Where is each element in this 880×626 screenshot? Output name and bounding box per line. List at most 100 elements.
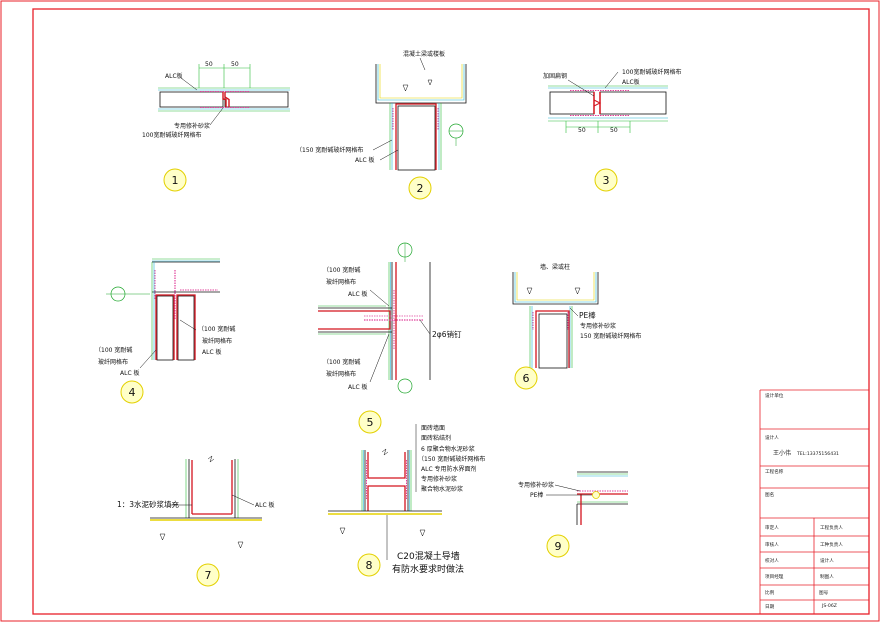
d1-dim-right: 50 xyxy=(231,61,239,68)
d8-layer-2: 面砖粘结剂 xyxy=(421,434,451,442)
d4-left-mesh-1: （100 宽耐碱 xyxy=(95,346,132,354)
d2-alc-panel xyxy=(397,105,436,171)
detail-2-bubble xyxy=(408,176,432,200)
tb-row-4-left: 项目经理 xyxy=(765,573,784,580)
detail-5: （100 宽耐碱 玻纤网格布 ALC 板 （100 宽耐碱 玻纤网格布 ALC … xyxy=(318,242,462,434)
detail-4-bubble xyxy=(120,380,144,404)
d3-dim-left: 50 xyxy=(578,127,586,134)
tb-row-4-right: 制图人 xyxy=(820,573,834,580)
d5-top-mesh-2: 玻纤网格布 xyxy=(326,278,356,286)
tb-scale-label: 比例 xyxy=(765,589,775,596)
tb-drawing-name-label: 图名 xyxy=(765,491,774,498)
d6-beam-label: 墙、梁或柱 xyxy=(540,263,570,271)
d5-bottom-alc: ALC 板 xyxy=(348,383,368,391)
d6-mortar-label: 专用修补砂浆 xyxy=(580,322,616,330)
d4-right-mesh-1: （100 宽耐碱 xyxy=(198,325,235,333)
tb-row-3-left: 校对人 xyxy=(765,557,779,564)
detail-6-number: 6 xyxy=(523,372,530,385)
tb-designer-name: 王小伟 xyxy=(773,449,791,457)
d8-layer-7: 聚合物水泥砂浆 xyxy=(421,485,463,493)
d7-alc-label: ALC 板 xyxy=(255,501,275,509)
d9-pe-rod xyxy=(592,491,600,499)
tb-sheet-no-label: 图号 xyxy=(819,590,829,596)
d3-dim-right: 50 xyxy=(610,127,618,134)
detail-5-bubble xyxy=(358,410,382,434)
detail-1: 50 50 ALC板 专用修补砂浆 100宽耐碱玻纤网格布 1 xyxy=(142,61,290,192)
d5-nail-label: 2φ6销钉 xyxy=(432,329,462,339)
d5-bottom-mesh-2: 玻纤网格布 xyxy=(326,370,356,378)
detail-9-bubble xyxy=(546,534,570,558)
d4-alc-right xyxy=(177,295,195,361)
d4-right-mesh-2: 玻纤网格布 xyxy=(202,337,232,345)
detail-3-bubble xyxy=(594,168,618,192)
detail-6: 墙、梁或柱 PE棒 专用修补砂浆 150 宽耐碱玻纤网格布 6 xyxy=(512,263,641,390)
tb-design-unit: 设计单位 xyxy=(765,392,784,399)
d4-left-mesh-2: 玻纤网格布 xyxy=(98,358,128,366)
d5-top-alc: ALC 板 xyxy=(348,290,368,298)
d4-right-alc: ALC 板 xyxy=(202,348,222,356)
detail-7-bubble xyxy=(196,563,220,587)
inner-frame xyxy=(32,8,870,615)
d6-alc-panel xyxy=(538,313,568,369)
tb-designer-tel: TEL:13375156431 xyxy=(796,451,839,457)
title-block-text: 设计单位 设计人 王小伟 TEL:13375156431 工程名称 图名 审定人… xyxy=(765,392,843,610)
detail-8: 面砖墙面 面砖粘结剂 6 厚聚合物水泥砂浆 （150 宽耐碱玻纤网格布 ALC … xyxy=(328,424,485,577)
d8-layer-5: ALC 专用防水界面剂 xyxy=(421,465,477,473)
d8-curb-label: C20混凝土导墙 xyxy=(397,550,460,562)
d8-layer-1: 面砖墙面 xyxy=(421,424,445,432)
d1-mortar-label: 专用修补砂浆 xyxy=(174,122,210,130)
d8-layer-3: 6 厚聚合物水泥砂浆 xyxy=(421,445,475,453)
detail-7: 1：3水泥砂浆填充 ALC 板 7 xyxy=(117,455,275,587)
tb-row-1-right: 工程负责人 xyxy=(820,524,843,531)
d2-alc-label: ALC 板 xyxy=(355,156,375,164)
d4-left-alc: ALC 板 xyxy=(120,369,140,377)
d8-layer-6: 专用修补砂浆 xyxy=(421,475,457,483)
detail-8-bubble xyxy=(357,553,381,577)
tb-row-3-right: 设计人 xyxy=(820,557,834,564)
d9-mortar-label: 专用修补砂浆 xyxy=(518,481,554,489)
d1-alc-label: ALC板 xyxy=(165,72,183,80)
detail-1-number: 1 xyxy=(172,174,179,187)
d3-alc-label: ALC板 xyxy=(622,78,640,86)
d4-alc-left xyxy=(156,295,174,361)
d1-mesh-label: 100宽耐碱玻纤网格布 xyxy=(142,131,201,139)
detail-4: （100 宽耐碱 玻纤网格布 ALC 板 （100 宽耐碱 玻纤网格布 ALC … xyxy=(95,258,235,404)
detail-3: 50 50 加固扁钢 100宽耐碱玻纤网格布 ALC板 3 xyxy=(543,68,681,192)
d1-dim-left: 50 xyxy=(205,61,213,68)
detail-2-number: 2 xyxy=(417,182,424,195)
title-block xyxy=(759,389,869,614)
d3-alc-left xyxy=(549,91,595,115)
detail-4-number: 4 xyxy=(129,386,136,399)
alc-panel-right xyxy=(224,91,289,108)
detail-1-bubble xyxy=(163,168,187,192)
alc-panel-left xyxy=(159,91,224,108)
detail-3-number: 3 xyxy=(603,174,610,187)
tb-row-2-left: 审核人 xyxy=(765,541,779,548)
d3-alc-right xyxy=(599,91,667,115)
d3-nail-label: 加固扁钢 xyxy=(543,72,567,80)
d3-mesh-label: 100宽耐碱玻纤网格布 xyxy=(622,68,681,76)
d2-mesh-label: （150 宽耐碱玻纤网格布 xyxy=(296,146,363,154)
d5-bottom-mesh-1: （100 宽耐碱 xyxy=(323,358,360,366)
d6-mesh-label: 150 宽耐碱玻纤网格布 xyxy=(580,332,641,340)
d2-beam-label: 混凝土梁或楼板 xyxy=(403,50,445,58)
tb-row-2-right: 工种负责人 xyxy=(820,541,843,548)
detail-5-number: 5 xyxy=(367,416,374,429)
tb-row-1-left: 审定人 xyxy=(765,524,779,531)
detail-7-number: 7 xyxy=(205,569,212,582)
d6-pe-label: PE棒 xyxy=(579,310,596,320)
detail-9: 专用修补砂浆 PE棒 9 xyxy=(518,471,628,558)
d9-pe-label: PE棒 xyxy=(530,491,543,499)
tb-sheet-no-value: JS-06Z xyxy=(821,603,837,609)
detail-6-bubble xyxy=(514,366,538,390)
d5-top-mesh-1: （100 宽耐碱 xyxy=(323,266,360,274)
d8-layer-4: （150 宽耐碱玻纤网格布 xyxy=(418,455,485,463)
d8-waterproof-label: 有防水要求时做法 xyxy=(392,563,464,575)
detail-8-number: 8 xyxy=(366,559,373,572)
tb-date-label: 日期 xyxy=(765,604,775,610)
detail-9-number: 9 xyxy=(555,540,562,553)
tb-project-name-label: 工程名称 xyxy=(765,468,784,475)
